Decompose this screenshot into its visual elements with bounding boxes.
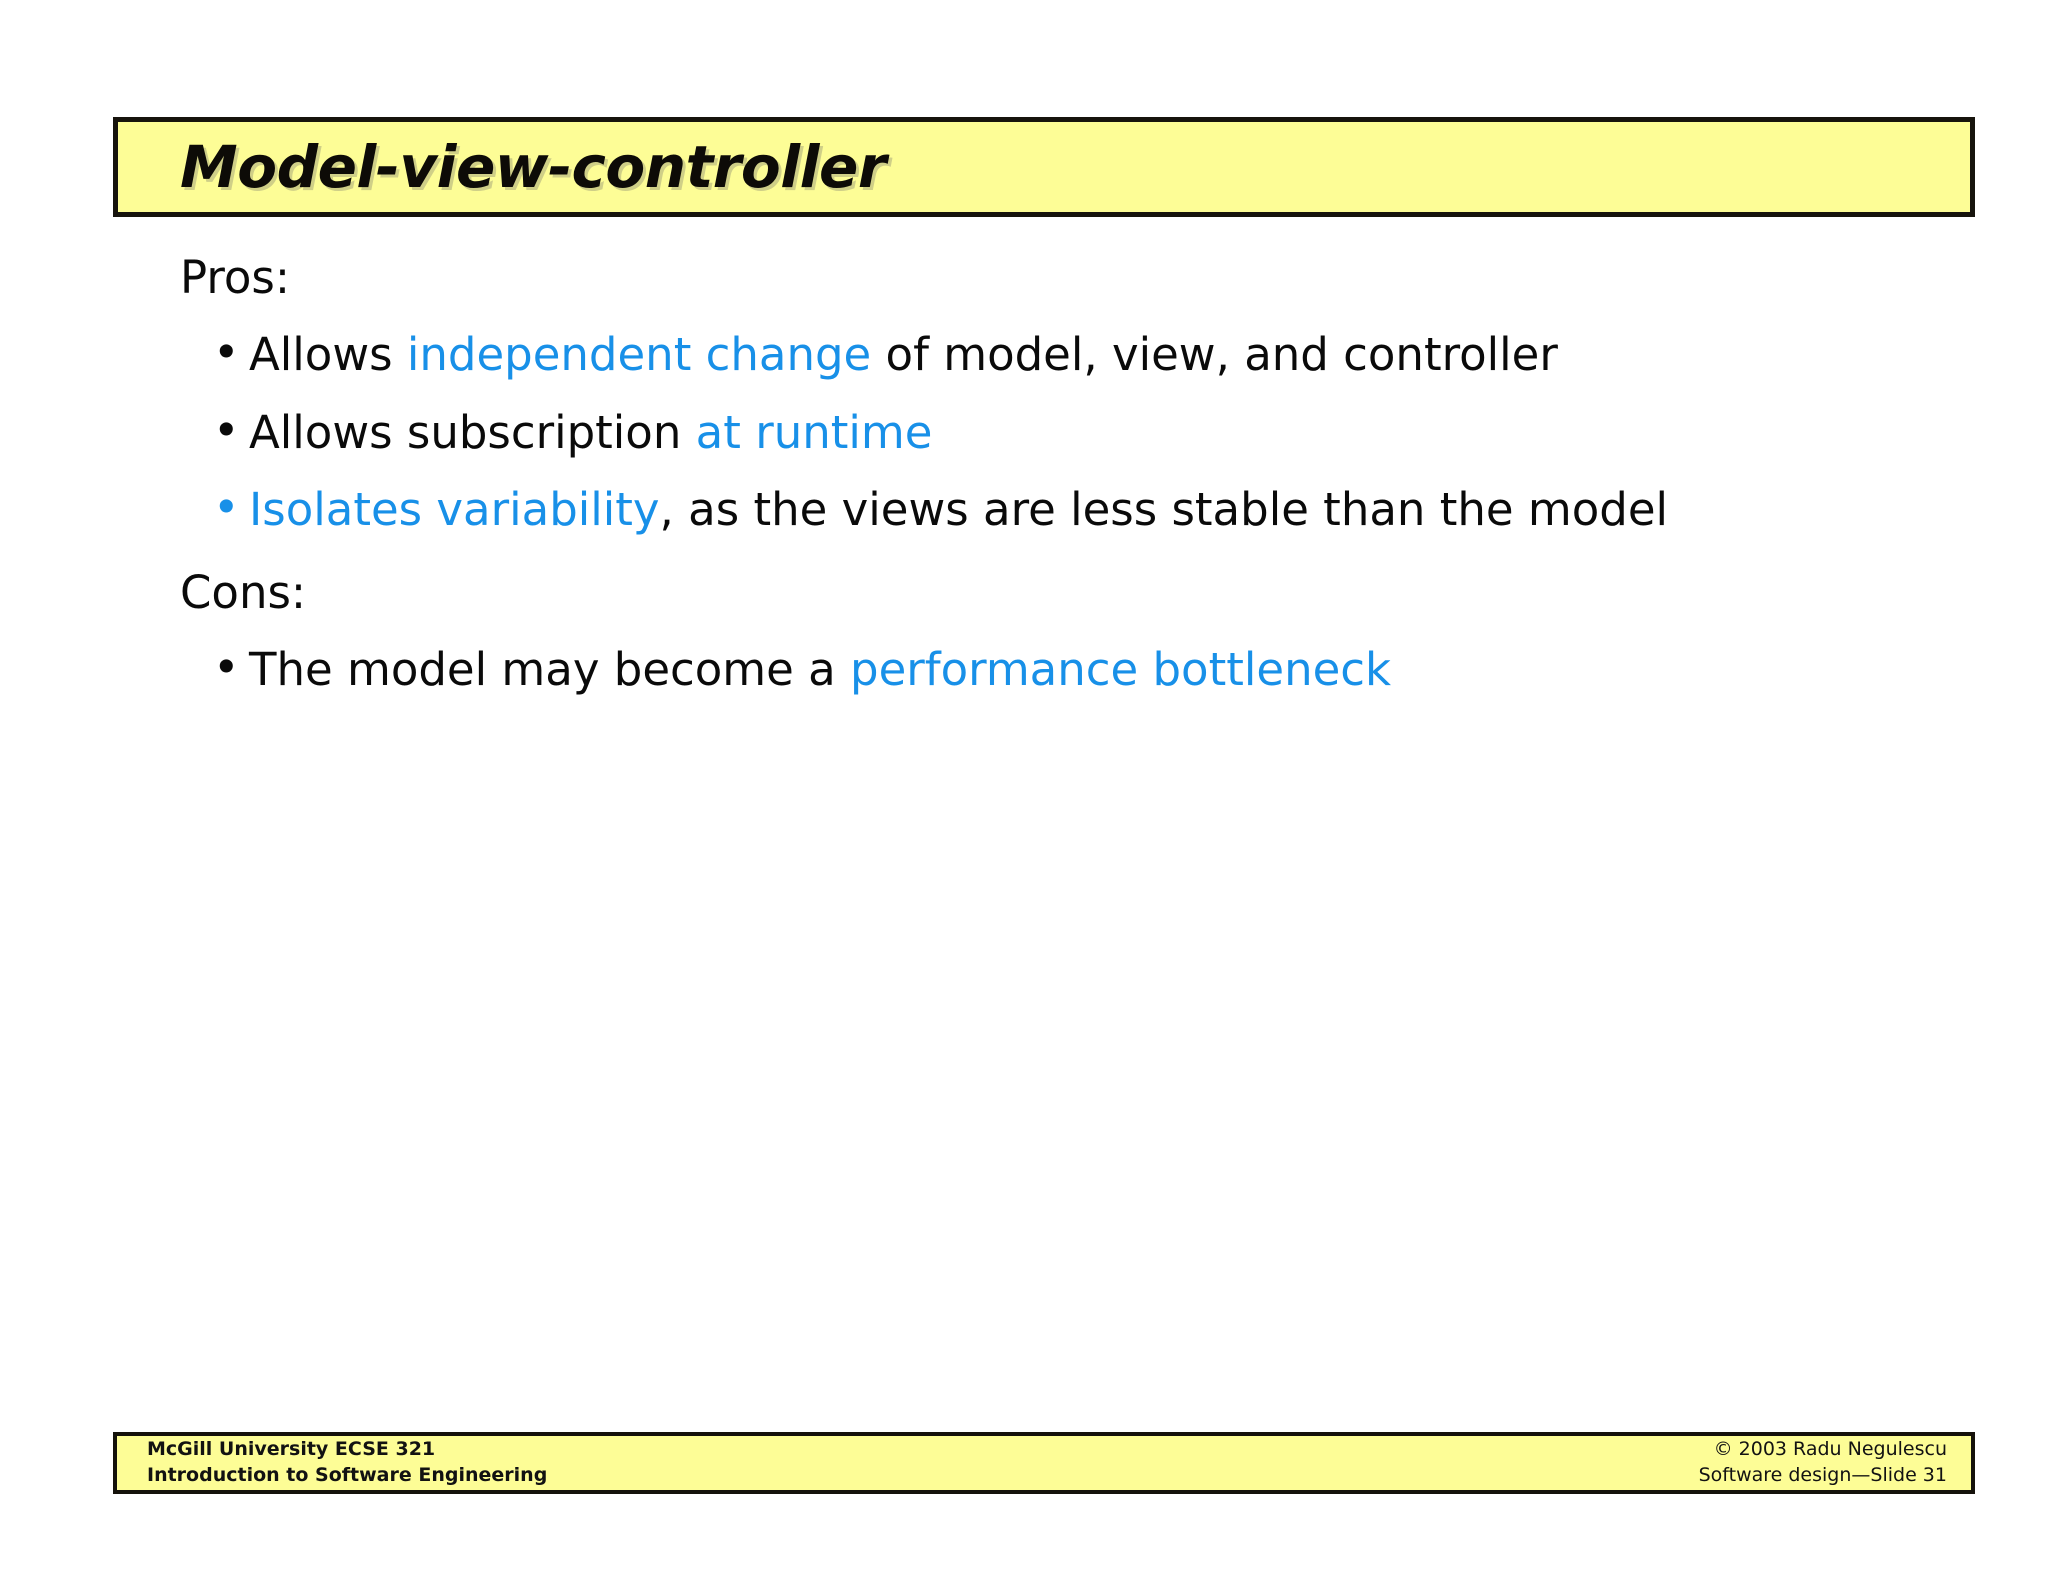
highlighted-phrase: at runtime — [695, 405, 933, 459]
footer-university: McGill University ECSE 321 — [147, 1438, 436, 1461]
plain-phrase: of model, view, and controller — [871, 328, 1558, 382]
title-banner: Model-view-controller — [113, 117, 1975, 217]
section-heading: Pros: — [180, 251, 290, 304]
bullet-dot-icon: • — [213, 641, 240, 695]
bullet-list: •The model may become a performance bott… — [113, 641, 1975, 695]
bullet-dot-icon: • — [213, 403, 240, 457]
section-heading: Cons: — [180, 566, 307, 619]
footer-course-name: Introduction to Software Engineering — [147, 1464, 548, 1486]
highlighted-phrase: performance bottleneck — [850, 643, 1392, 697]
footer-slide-number: Software design—Slide 31 — [1698, 1464, 1947, 1486]
plain-phrase: The model may become a — [249, 643, 850, 697]
bullet-list: •Allows independent change of model, vie… — [113, 326, 1975, 534]
plain-phrase: , as the views are less stable than the … — [659, 482, 1669, 536]
list-item-text: Isolates variability, as the views are l… — [235, 486, 1668, 533]
footer-course-info: McGill University ECSE 321 Introduction … — [147, 1437, 547, 1488]
list-item-text: Allows subscription at runtime — [235, 405, 933, 459]
list-item-text: Allows independent change of model, view… — [235, 331, 1558, 378]
footer-copyright-info: © 2003 Radu Negulescu Software design—Sl… — [1699, 1437, 1947, 1488]
slide-body: Pros:•Allows independent change of model… — [113, 244, 1975, 1384]
sections-host: Pros:•Allows independent change of model… — [113, 254, 1975, 694]
list-item: •Isolates variability, as the views are … — [113, 480, 1975, 534]
page-title: Model-view-controller — [180, 133, 886, 201]
list-item: •The model may become a performance bott… — [113, 641, 1975, 695]
bullet-dot-icon: • — [213, 326, 240, 380]
list-item: •Allows independent change of model, vie… — [113, 326, 1975, 380]
highlighted-phrase: Isolates variability — [249, 482, 660, 536]
highlighted-phrase: independent change — [406, 328, 872, 382]
bullet-dot-icon: • — [213, 480, 240, 534]
plain-phrase: Allows — [249, 328, 407, 382]
footer-copyright: © 2003 Radu Negulescu — [1713, 1438, 1947, 1461]
list-item: •Allows subscription at runtime — [113, 403, 1975, 459]
plain-phrase: Allows subscription — [249, 405, 696, 459]
footer-bar: McGill University ECSE 321 Introduction … — [113, 1432, 1975, 1494]
list-item-text: The model may become a performance bottl… — [235, 646, 1391, 693]
